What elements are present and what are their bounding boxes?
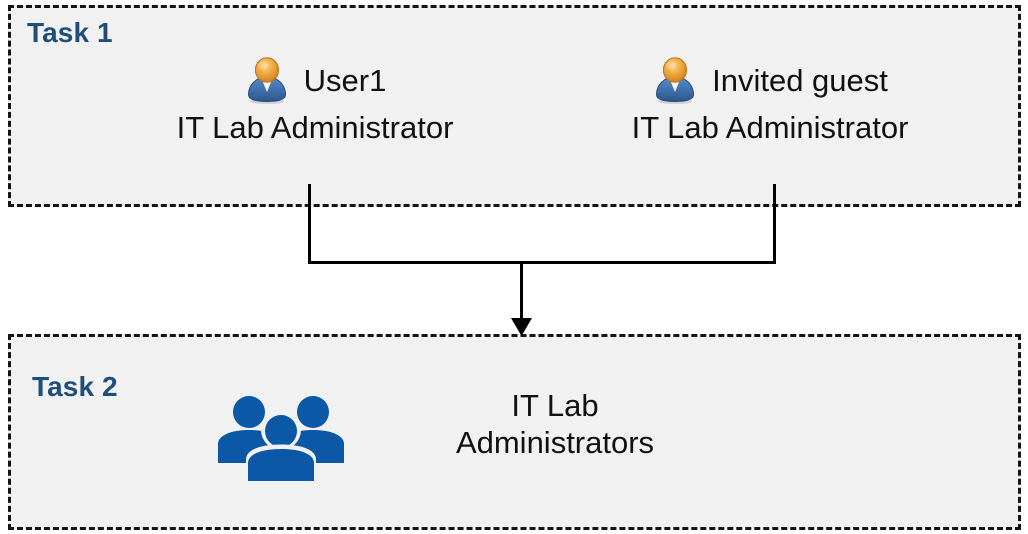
person-name-row: Invited guest [575,54,965,106]
person-role: IT Lab Administrator [176,110,454,145]
person-card-user1: User1 IT Lab Administrator [120,54,510,145]
group-icon-wrapper [213,387,349,483]
user-icon [247,57,286,104]
task-1-label: Task 1 [27,17,113,48]
person-name: User1 [303,62,387,98]
person-role: IT Lab Administrator [631,110,909,145]
group-name-line-1: IT Lab [511,388,599,423]
person-name-row: User1 [120,54,510,106]
group-name-line-2: Administrators [455,424,655,460]
task-2-label: Task 2 [32,371,118,402]
users-group-icon [218,396,344,481]
person-name: Invited guest [712,62,888,98]
task-2-container [8,334,1021,530]
user-icon [656,57,695,104]
person-card-invited-guest: Invited guest IT Lab Administrator [575,54,965,145]
group-name: IT Lab Administrators [390,388,720,461]
task-1-container [8,5,1021,207]
